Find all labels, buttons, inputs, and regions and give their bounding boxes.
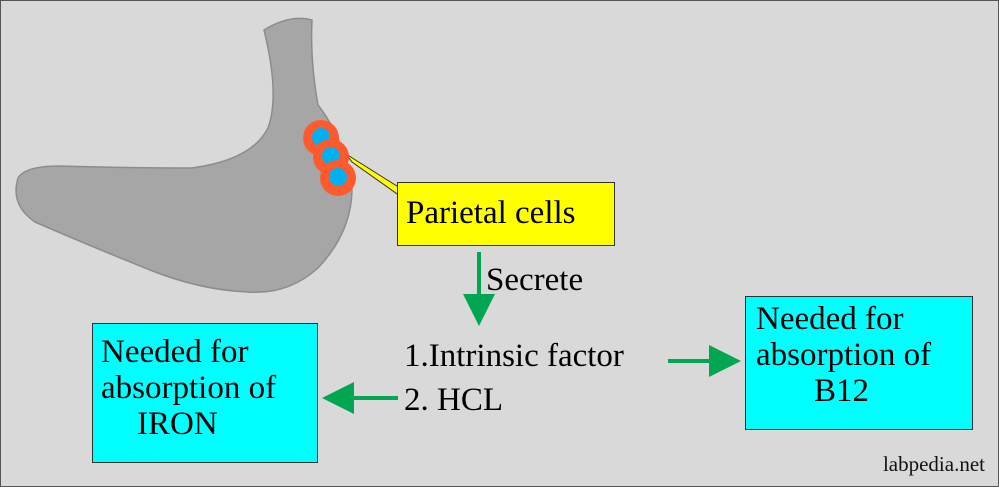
cell-nucleus	[329, 168, 347, 186]
box-line: Needed for	[101, 334, 249, 370]
box-line: absorption of	[101, 370, 277, 406]
box-line: Needed for	[756, 301, 904, 337]
box-line: absorption of	[756, 337, 932, 373]
b12-absorption-box: Needed for absorption of B12	[745, 296, 973, 430]
callout-label: Parietal cells	[406, 195, 576, 231]
secretion-hcl: 2. HCL	[404, 382, 503, 418]
secrete-label: Secrete	[486, 262, 584, 298]
box-line: B12	[814, 373, 870, 409]
iron-absorption-box: Needed for absorption of IRON	[92, 323, 318, 463]
box-line: IRON	[137, 406, 218, 442]
site-credit: labpedia.net	[882, 452, 985, 476]
secretion-intrinsic-factor: 1.Intrinsic factor	[404, 338, 624, 374]
parietal-cells	[303, 120, 356, 196]
parietal-cells-callout: Parietal cells	[397, 182, 615, 246]
stomach-shape	[15, 17, 353, 294]
